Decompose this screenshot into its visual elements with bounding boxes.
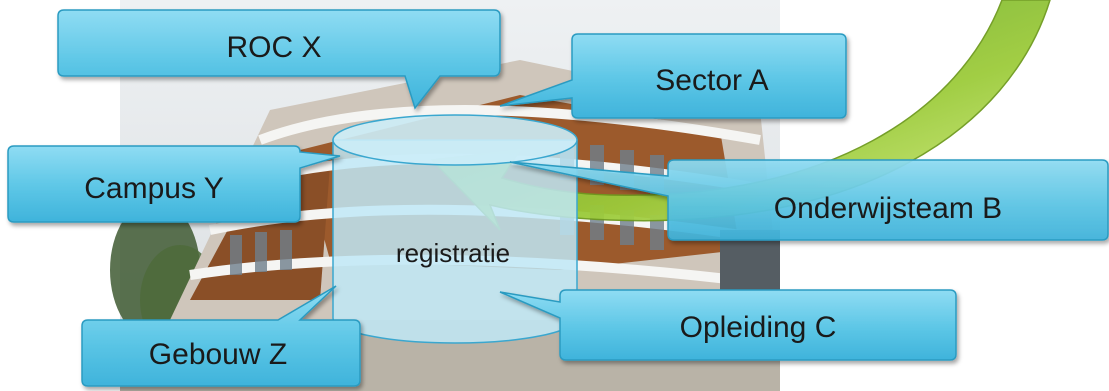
- callout-campus-y: [7, 145, 341, 223]
- callout-label-campus-y: Campus Y: [84, 172, 224, 205]
- registratie-cylinder: registratie: [332, 114, 578, 344]
- callout-opleiding-c: [499, 289, 957, 361]
- callout-label-gebouw-z: Gebouw Z: [149, 338, 287, 371]
- callout-label-opleiding-c: Opleiding C: [680, 311, 837, 344]
- callout-label-sector-a: Sector A: [655, 64, 768, 97]
- callout-gebouw-z: [81, 285, 361, 387]
- callout-sector-a: [499, 33, 847, 119]
- registratie-label: registratie: [396, 238, 510, 268]
- callout-label-onderwijsteam-b: Onderwijsteam B: [774, 192, 1002, 225]
- callout-label-roc-x: ROC X: [226, 31, 321, 64]
- callout-roc-x: [57, 9, 501, 110]
- callout-onderwijsteam-b: [509, 159, 1109, 241]
